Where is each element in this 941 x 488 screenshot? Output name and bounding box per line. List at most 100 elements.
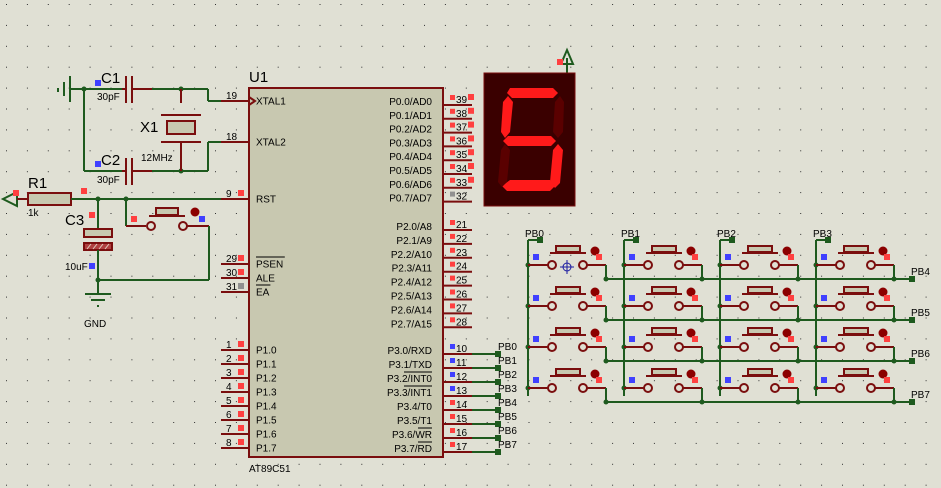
keypad-button-pb7-pb3[interactable] (813, 368, 897, 405)
keypad-button-pb7-pb2[interactable] (717, 368, 801, 405)
net-label: PB1 (498, 356, 517, 367)
button-actuator-icon[interactable] (782, 246, 792, 256)
button-actuator-icon[interactable] (686, 369, 696, 379)
button-actuator-icon[interactable] (878, 287, 888, 297)
row-label: PB6 (911, 349, 930, 360)
keypad-button-pb5-pb1[interactable] (621, 286, 705, 323)
gnd-label: GND (84, 319, 106, 330)
pin-state-indicator (450, 136, 455, 142)
pin-state-indicator (450, 303, 455, 309)
keypad-button-pb5-pb0[interactable] (525, 286, 609, 323)
capacitor-c1[interactable]: C1 30pF (95, 70, 152, 103)
c1-ref: C1 (101, 70, 120, 87)
keypad-button-pb4-pb1[interactable] (621, 245, 705, 282)
button-actuator-icon[interactable] (590, 328, 600, 338)
button-actuator-icon[interactable] (686, 246, 696, 256)
net-pb1: PB1 (472, 356, 517, 371)
pin-number: 32 (456, 192, 468, 203)
net-pb6: PB6 (472, 426, 517, 441)
button-actuator-icon[interactable] (590, 287, 600, 297)
button-actuator-icon[interactable] (782, 369, 792, 379)
button-actuator-icon[interactable] (878, 369, 888, 379)
net-label: PB0 (498, 342, 517, 353)
keypad-button-pb7-pb1[interactable] (621, 368, 705, 405)
button-actuator-icon[interactable] (686, 328, 696, 338)
seven-segment-display[interactable] (483, 47, 576, 207)
button-actuator-icon[interactable] (878, 328, 888, 338)
keypad-button-pb4-pb0[interactable] (525, 245, 609, 282)
keypad-button-pb5-pb3[interactable] (813, 286, 897, 323)
pin-name: P1.2 (256, 374, 277, 385)
keypad-button-pb6-pb0[interactable] (525, 327, 609, 364)
keypad-button-pb4-pb3[interactable] (813, 245, 897, 282)
ground-symbol: GND (84, 293, 111, 330)
keypad-button-pb6-pb1[interactable] (621, 327, 705, 364)
crystal-x1[interactable]: X1 12MHz (140, 89, 201, 171)
keypad-button-pb5-pb2[interactable] (717, 286, 801, 323)
reset-pushbutton[interactable] (125, 199, 209, 231)
button-actuator-icon[interactable] (590, 246, 600, 256)
keypad-button-pb7-pb0[interactable] (525, 368, 609, 405)
button-actuator-icon[interactable] (878, 246, 888, 256)
capacitor-c2[interactable]: C2 30pF (95, 152, 152, 186)
keypad-button-pb6-pb2[interactable] (717, 327, 801, 364)
button-actuator-icon[interactable] (190, 207, 200, 217)
pin-state-indicator (450, 317, 455, 323)
button-actuator-icon[interactable] (782, 328, 792, 338)
button-actuator-icon[interactable] (686, 287, 696, 297)
button-actuator-icon[interactable] (590, 369, 600, 379)
keypad-button-pb4-pb2[interactable] (717, 245, 801, 282)
button-actuator-icon[interactable] (782, 287, 792, 297)
pin-name: P1.1 (256, 360, 277, 371)
net-pb2: PB2 (472, 370, 517, 385)
pin-name: P2.0/A8 (396, 222, 432, 233)
pin-name: P2.2/A10 (391, 250, 433, 261)
pin-state-indicator (468, 149, 474, 156)
keypad-button-pb6-pb3[interactable] (813, 327, 897, 364)
capacitor-c3[interactable]: C3 10uF (65, 199, 113, 273)
resistor-r1[interactable]: R1 1k (27, 175, 87, 219)
pin-state-indicator (450, 275, 455, 281)
